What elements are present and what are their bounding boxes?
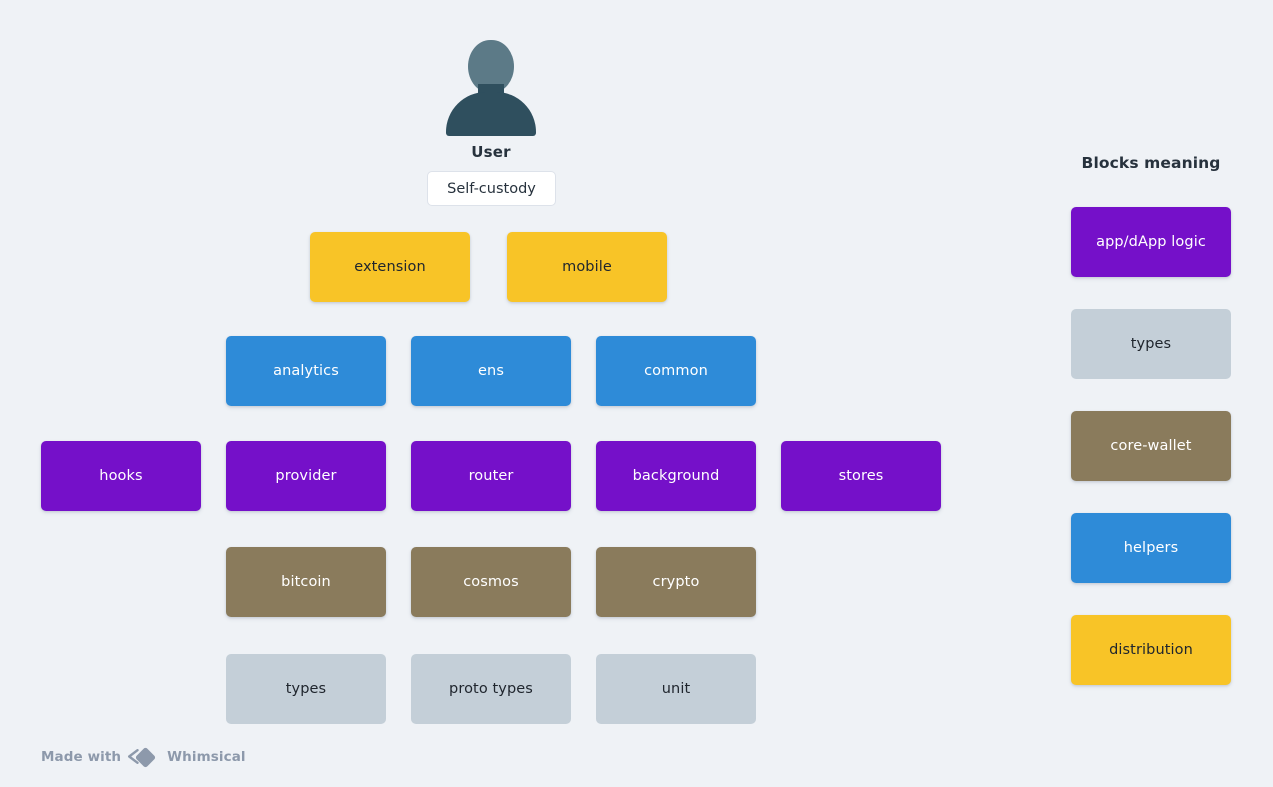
diagram-block[interactable]: bitcoin — [226, 547, 386, 617]
footer-brand: Whimsical — [167, 749, 246, 765]
diagram-block[interactable]: analytics — [226, 336, 386, 406]
footer-prefix: Made with — [41, 749, 122, 765]
diagram-block[interactable]: provider — [226, 441, 386, 511]
legend-item[interactable]: types — [1071, 309, 1231, 379]
diagram-block[interactable]: proto types — [411, 654, 571, 724]
diagram-block[interactable]: stores — [781, 441, 941, 511]
legend-title: Blocks meaning — [1081, 154, 1221, 172]
diagram-block[interactable]: unit — [596, 654, 756, 724]
diagram-block[interactable]: extension — [310, 232, 470, 302]
diagram-block[interactable]: crypto — [596, 547, 756, 617]
diagram-block[interactable]: cosmos — [411, 547, 571, 617]
whimsical-footer[interactable]: Made with Whimsical — [41, 746, 246, 768]
diagram-block[interactable]: types — [226, 654, 386, 724]
diagram-block[interactable]: background — [596, 441, 756, 511]
legend-item[interactable]: app/dApp logic — [1071, 207, 1231, 277]
diagram-block[interactable]: ens — [411, 336, 571, 406]
diagram-block[interactable]: common — [596, 336, 756, 406]
legend-item[interactable]: distribution — [1071, 615, 1231, 685]
user-label: User — [471, 143, 511, 161]
diagram-block[interactable]: mobile — [507, 232, 667, 302]
avatar-body — [446, 92, 536, 136]
legend-item[interactable]: helpers — [1071, 513, 1231, 583]
diagram-block[interactable]: hooks — [41, 441, 201, 511]
diagram-block[interactable]: router — [411, 441, 571, 511]
legend-item[interactable]: core-wallet — [1071, 411, 1231, 481]
self-custody-node[interactable]: Self-custody — [427, 171, 556, 206]
whimsical-logo-icon — [126, 746, 162, 768]
user-avatar-icon — [446, 40, 536, 136]
chevron-left-icon — [128, 749, 139, 764]
